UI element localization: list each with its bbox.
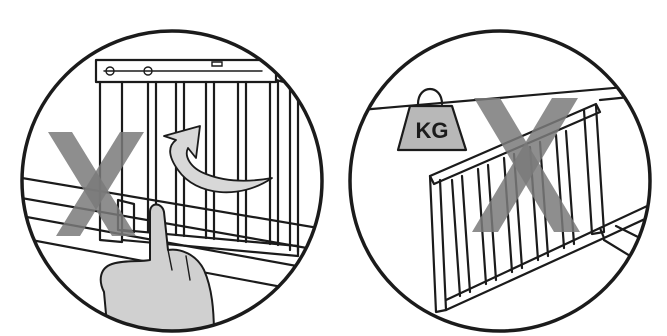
rotate-arrow-icon [164,126,272,192]
left-panel [10,31,330,336]
weight-label: KG [416,118,449,143]
weight-icon: KG [398,89,466,150]
right-panel: KG [350,31,660,331]
